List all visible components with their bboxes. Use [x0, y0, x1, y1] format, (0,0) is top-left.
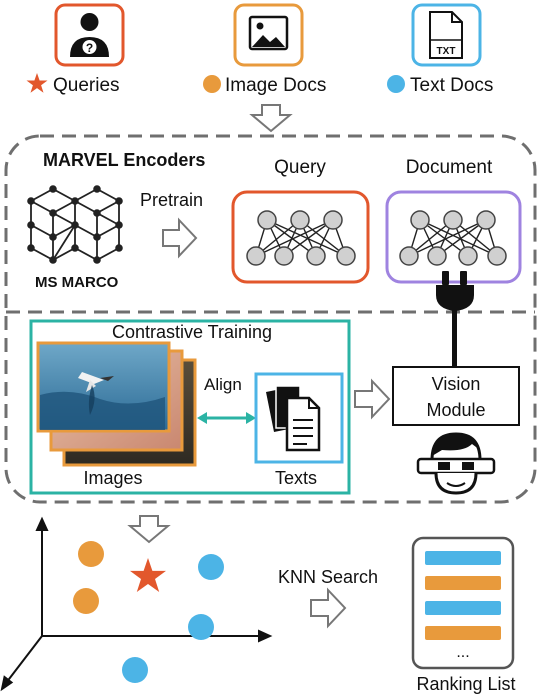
- txt-icon-label: TXT: [437, 46, 456, 57]
- text-doc-point: [188, 614, 214, 640]
- knn-search-label: KNN Search: [278, 567, 378, 587]
- pretrain-label: Pretrain: [140, 190, 203, 210]
- plug-connector-icon: [436, 271, 474, 367]
- svg-text:?: ?: [86, 41, 93, 55]
- ranking-item: [425, 626, 501, 640]
- queries-label: Queries: [53, 75, 120, 96]
- contrastive-training-title: Contrastive Training: [112, 322, 272, 342]
- msmarco-label: MS MARCO: [35, 274, 119, 291]
- knn-arrow: [310, 587, 347, 629]
- texts-label: Texts: [275, 468, 317, 488]
- ranking-list-label: Ranking List: [416, 674, 515, 694]
- text-doc-dot: [387, 75, 405, 93]
- msmarco-logo: [27, 185, 123, 264]
- ranking-item: [425, 601, 501, 615]
- text-docs-label: Text Docs: [410, 75, 493, 96]
- vision-module-line2: Module: [426, 400, 485, 420]
- document-encoder-box: [385, 190, 522, 284]
- image-doc-icon: [233, 3, 304, 67]
- text-doc-icon: [411, 3, 482, 67]
- encoders-title: MARVEL Encoders: [43, 150, 205, 170]
- query-icon: ?: [54, 3, 125, 67]
- ranking-item: [425, 576, 501, 590]
- align-label: Align: [204, 375, 242, 394]
- down-arrow-inputs: [249, 104, 293, 133]
- query-star-marker: [26, 73, 48, 93]
- text-doc-point: [198, 554, 224, 580]
- query-encoder-box: [231, 190, 370, 284]
- vision-module-box: [392, 366, 520, 426]
- to-vision-arrow: [354, 378, 391, 420]
- texts-box: [254, 372, 344, 464]
- embedding-axes: [0, 516, 273, 692]
- text-doc-point: [122, 657, 148, 683]
- image-stack: [36, 341, 197, 467]
- ranking-item: [425, 551, 501, 565]
- document-encoder-label: Document: [406, 157, 493, 178]
- contrastive-training-box: [29, 319, 351, 495]
- vision-module-line1: Vision: [432, 374, 481, 394]
- ranking-list-box: [411, 536, 515, 670]
- ranking-ellipsis: ...: [456, 644, 469, 661]
- pretrain-arrow: [162, 217, 198, 259]
- down-arrow-embedding: [127, 515, 171, 544]
- image-doc-dot: [203, 75, 221, 93]
- query-point-star: [130, 558, 166, 592]
- query-encoder-label: Query: [274, 157, 326, 178]
- image-docs-label: Image Docs: [225, 75, 326, 96]
- image-doc-point: [78, 541, 104, 567]
- image-doc-point: [73, 588, 99, 614]
- align-arrow: [197, 412, 256, 424]
- vision-face-icon: [416, 432, 496, 495]
- images-label: Images: [83, 468, 142, 488]
- marvel-encoders-container: [4, 134, 537, 504]
